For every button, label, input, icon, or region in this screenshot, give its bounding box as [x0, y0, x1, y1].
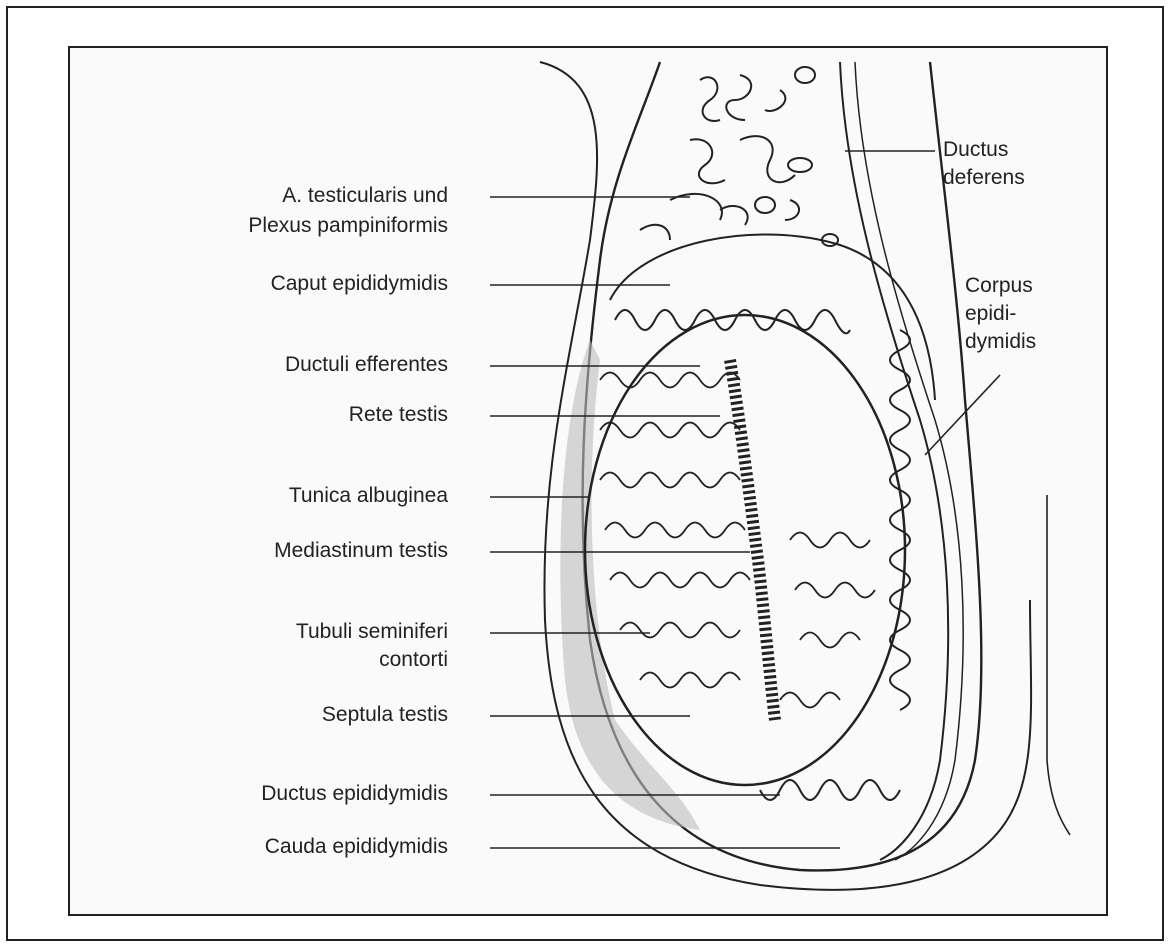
- label-cauda-epididymidis: Cauda epididymidis: [265, 835, 448, 858]
- label-corpus: Corpus: [965, 274, 1033, 297]
- label-dymidis: dymidis: [965, 330, 1036, 353]
- seminiferous-tubules: [600, 373, 875, 708]
- label-deferens: deferens: [943, 166, 1025, 189]
- label-mediastinum-testis: Mediastinum testis: [274, 539, 448, 562]
- epididymis-coils: [615, 310, 910, 800]
- label-plexus-pampiniformis: Plexus pampiniformis: [248, 214, 448, 237]
- mediastinum-testis: [730, 360, 775, 720]
- label-ductus-epididymidis: Ductus epididymidis: [261, 782, 448, 805]
- outer-sheath: [583, 62, 982, 870]
- testis-body: [585, 315, 905, 785]
- label-ductuli-efferentes: Ductuli efferentes: [285, 353, 448, 376]
- label-tunica-albuginea: Tunica albuginea: [289, 484, 448, 507]
- label-caput-epididymidis: Caput epididymidis: [271, 272, 448, 295]
- right-edge-line: [1047, 495, 1070, 835]
- label-contorti: contorti: [379, 648, 448, 671]
- label-epidi: epidi-: [965, 302, 1016, 325]
- label-a-testicularis: A. testicularis und: [282, 184, 448, 207]
- label-rete-testis: Rete testis: [349, 403, 448, 426]
- plexus-vessels: [640, 67, 838, 246]
- label-ductus: Ductus: [943, 138, 1008, 161]
- label-tubuli-seminiferi: Tubuli seminiferi: [296, 620, 448, 643]
- tunica-albuginea-shade: [560, 340, 700, 830]
- label-septula-testis: Septula testis: [322, 703, 448, 726]
